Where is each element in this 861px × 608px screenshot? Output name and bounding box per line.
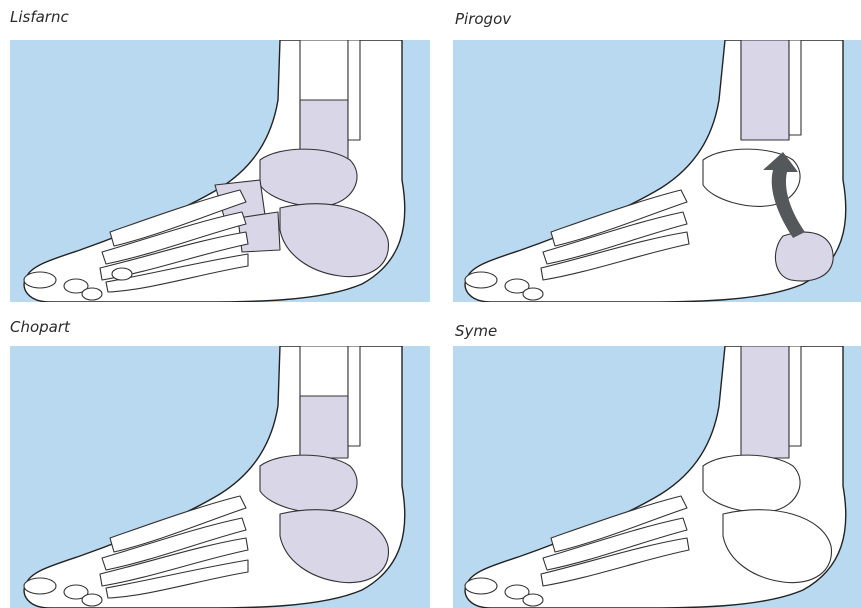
foot-diagram-pirogov: [453, 40, 861, 302]
panel-syme: Syme: [445, 308, 861, 608]
panel-pirogov: Pirogov: [445, 0, 861, 300]
panel-chopart: Chopart: [0, 308, 430, 608]
foot-diagram-chopart: [10, 346, 430, 608]
foot-diagram-lisfarnc: [10, 40, 430, 302]
panel-lisfarnc: Lisfarnc: [0, 0, 430, 300]
foot-diagram-syme: [453, 346, 861, 608]
panel-title: Lisfarnc: [10, 8, 69, 26]
panel-title: Pirogov: [455, 10, 511, 28]
panel-title: Chopart: [10, 318, 70, 336]
panel-title: Syme: [455, 322, 497, 340]
